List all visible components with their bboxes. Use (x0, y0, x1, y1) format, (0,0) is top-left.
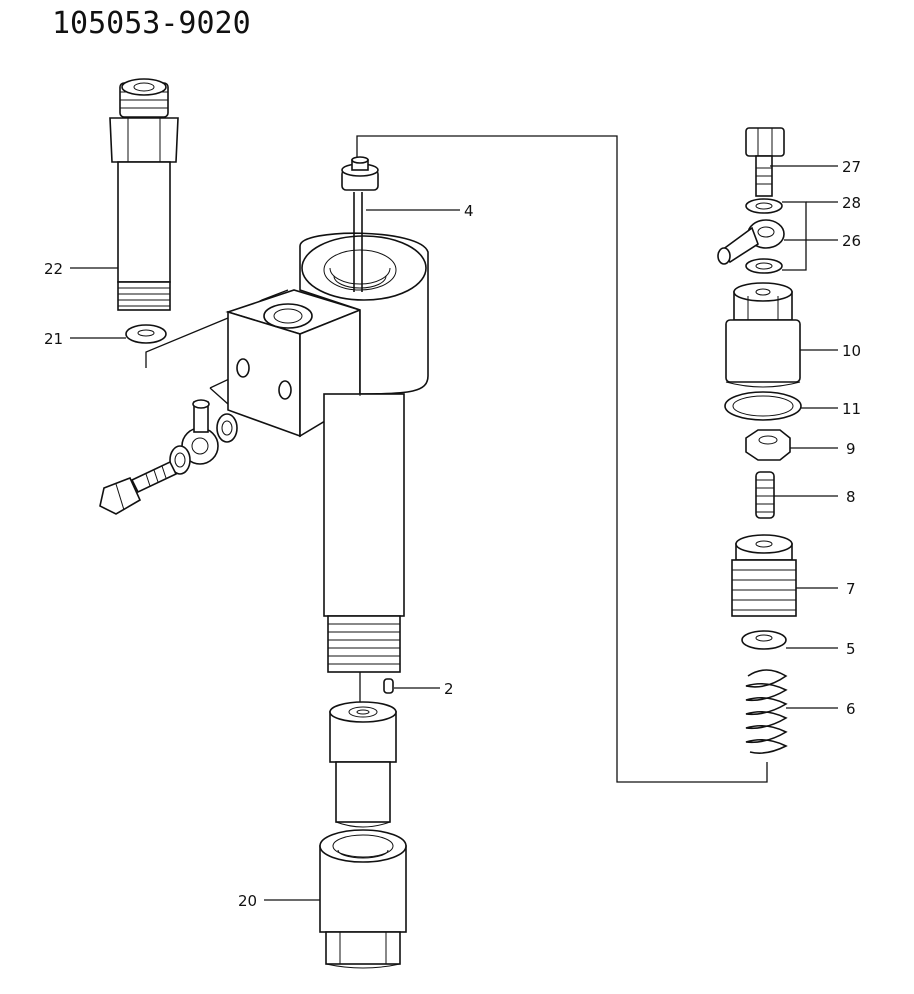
part-21-washer (125, 324, 167, 344)
callout-11: 11 (842, 400, 861, 418)
part-20-nozzle-nut (319, 829, 407, 969)
part-4-push-rod (341, 156, 379, 292)
assembly-connector-lines (145, 135, 768, 783)
callout-28: 28 (842, 194, 861, 212)
part-26-banjo (717, 219, 785, 265)
nozzle-holder-body (225, 232, 429, 673)
part-28-washers (745, 198, 783, 274)
part-22-connector (109, 78, 179, 311)
callout-10: 10 (842, 342, 861, 360)
callout-7: 7 (846, 580, 856, 598)
callout-26: 26 (842, 232, 861, 250)
callout-20: 20 (238, 892, 257, 910)
callout-leaders (70, 165, 838, 901)
drawing-number: 105053-9020 (52, 6, 251, 41)
callout-9: 9 (846, 440, 856, 458)
part-2-pin (383, 678, 394, 694)
callout-27: 27 (842, 158, 861, 176)
callout-22: 22 (44, 260, 63, 278)
nozzle (329, 701, 397, 828)
callout-4: 4 (464, 202, 474, 220)
callout-labels: 27 28 26 4 22 21 10 11 9 8 7 5 6 2 20 (44, 158, 861, 910)
leak-off-fitting (99, 399, 238, 515)
part-27-bolt (745, 127, 785, 197)
part-6-spring (745, 669, 788, 754)
part-11-gasket (724, 391, 802, 421)
callout-8: 8 (846, 488, 856, 506)
part-5-spring-seat (741, 630, 787, 650)
part-9-lock-nut (745, 429, 791, 461)
callout-21: 21 (44, 330, 63, 348)
callout-5: 5 (846, 640, 856, 658)
part-7-spring-retainer (731, 534, 797, 617)
part-10-cap-nut (725, 282, 801, 388)
callout-2: 2 (444, 680, 454, 698)
callout-6: 6 (846, 700, 856, 718)
part-8-adjusting-screw (755, 471, 775, 519)
